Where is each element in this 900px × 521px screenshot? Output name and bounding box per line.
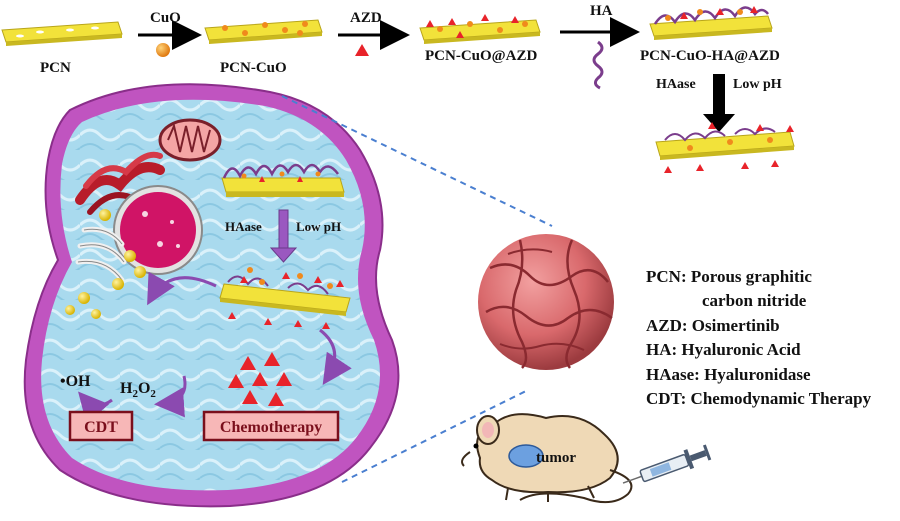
- tumor-spheroid-icon: [478, 234, 614, 370]
- abbreviation-legend: PCN: Porous graphitic carbon nitride AZD…: [646, 267, 872, 408]
- azd-release-arrow: [319, 328, 352, 385]
- legend-line-4: HA: Hyaluronic Acid: [646, 340, 801, 359]
- legend-line-2: carbon nitride: [702, 291, 807, 310]
- pcn-cuo-ha-azd-sheet: [649, 6, 773, 40]
- pcn-cuo-sheet: [204, 19, 323, 44]
- tumor-label: tumor: [536, 450, 576, 466]
- cell-lowph-label: Low pH: [296, 219, 341, 234]
- cell-nanosheet-loaded: [221, 163, 345, 197]
- pcn-sheet: [1, 21, 123, 46]
- cuo-particle-icon: [156, 43, 170, 57]
- cell-nanosheet-released: [219, 267, 351, 329]
- release-arrow: [703, 74, 735, 132]
- ha-chain-icon: [592, 40, 604, 90]
- zoom-line-bottom: [341, 389, 529, 483]
- pcn-cuo-azd-sheet: [419, 14, 541, 44]
- azd-arrow-label: AZD: [350, 10, 382, 26]
- legend-line-1: PCN: Porous graphitic: [646, 267, 812, 286]
- cuo-release-arrow: [147, 271, 217, 306]
- release-haase-label: HAase: [656, 77, 696, 92]
- azd-drug-pile: [228, 352, 292, 406]
- chemotherapy-box-label: Chemotherapy: [220, 419, 322, 436]
- golgi-apparatus-icon: [75, 226, 127, 283]
- cdt-box: CDT: [68, 410, 134, 442]
- hydroxyl-radical-label: •OH: [60, 373, 91, 390]
- release-lowph-label: Low pH: [733, 77, 782, 92]
- mouse-icon: [461, 413, 633, 504]
- vesicle-icons: [65, 209, 146, 319]
- cuo-arrow-label: CuO: [150, 10, 181, 26]
- azd-drug-icon: [355, 44, 369, 56]
- syringe-icon: [622, 444, 712, 484]
- pcn-cuo-ha-azd-label: PCN-CuO-HA@AZD: [640, 48, 780, 64]
- h2o2-label: H2O2: [120, 380, 156, 400]
- legend-line-5: HAase: Hyaluronidase: [646, 365, 811, 384]
- legend-line-3: AZD: Osimertinib: [646, 316, 780, 335]
- zoom-line-top: [281, 95, 553, 227]
- released-sheet: [655, 122, 795, 173]
- cell-release-arrow: [269, 209, 298, 263]
- chemotherapy-box: Chemotherapy: [202, 410, 340, 442]
- ha-arrow-label: HA: [590, 3, 613, 19]
- cdt-box-label: CDT: [84, 419, 118, 436]
- mitochondrion-icon: [158, 118, 222, 162]
- cell-haase-label: HAase: [225, 219, 262, 234]
- nucleus-icon: [113, 185, 203, 275]
- h2o2-arrow: [154, 375, 187, 418]
- legend-line-6: CDT: Chemodynamic Therapy: [646, 389, 872, 408]
- pcn-cuo-label: PCN-CuO: [220, 60, 287, 76]
- pcn-label: PCN: [40, 60, 71, 76]
- oh-arrow: [78, 391, 113, 424]
- pcn-cuo-azd-label: PCN-CuO@AZD: [425, 48, 537, 64]
